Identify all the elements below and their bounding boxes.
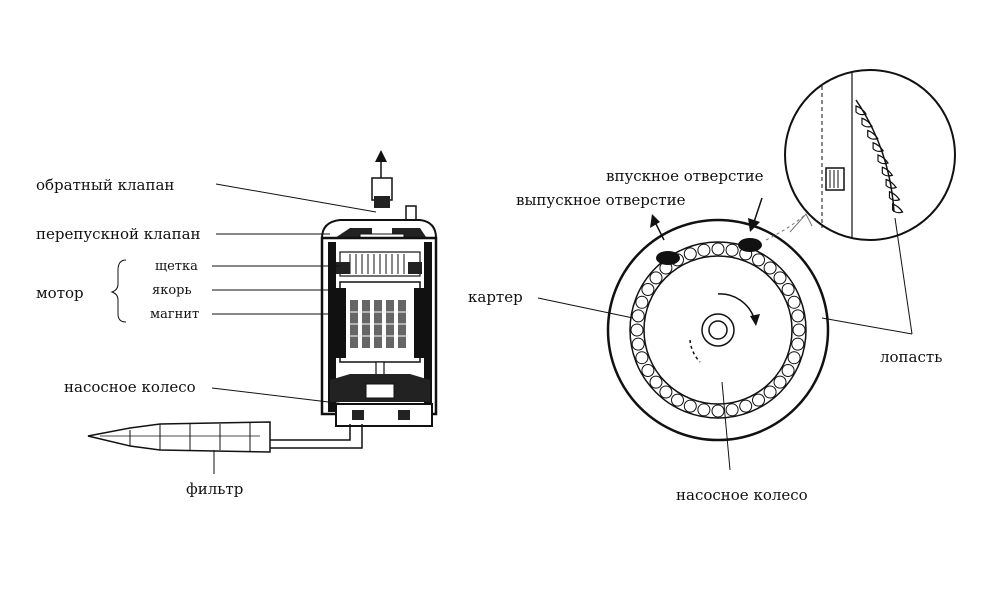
inlet-flow-arrow-icon xyxy=(748,197,763,232)
outlet-arrow-icon xyxy=(375,150,387,178)
label-brush: щетка xyxy=(155,259,198,274)
blade-tooth xyxy=(659,385,673,399)
blade-ring xyxy=(630,242,806,418)
magnet-left xyxy=(336,288,346,358)
outlet-port xyxy=(656,251,680,265)
blade-tooth xyxy=(725,243,739,257)
motor-brace xyxy=(110,259,127,323)
blade-tooth xyxy=(787,295,801,309)
check-valve-shape xyxy=(374,196,390,208)
magnet-right xyxy=(414,288,424,358)
pump-cross-section xyxy=(87,150,438,453)
inlet-port xyxy=(738,238,762,252)
label-bypass-valve: перепускной клапан xyxy=(36,225,201,243)
label-impeller-left: насосное колесо xyxy=(64,378,196,396)
blade-tooth xyxy=(791,337,805,351)
label-housing: картер xyxy=(468,288,523,306)
blade-tooth xyxy=(725,403,739,417)
label-motor: мотор xyxy=(36,284,84,302)
blade-tooth xyxy=(763,385,777,399)
label-blade: лопасть xyxy=(880,348,942,366)
blade-tooth xyxy=(649,271,663,285)
blade-tooth xyxy=(631,309,645,323)
label-check-valve: обратный клапан xyxy=(36,176,174,194)
blade-tooth xyxy=(773,271,787,285)
magnified-blade-arc xyxy=(855,99,895,213)
blade-tooth xyxy=(671,393,684,407)
magnified-blade-view xyxy=(784,69,956,241)
label-inlet: впускное отверстие xyxy=(606,167,764,185)
blade-tooth xyxy=(683,247,697,261)
outlet-flow-arrow-icon xyxy=(650,214,665,241)
blade-tooth xyxy=(739,399,753,413)
bottom-cover xyxy=(335,403,433,427)
blade-tooth xyxy=(697,243,711,257)
blade-tooth xyxy=(791,309,805,323)
blade-tooth xyxy=(641,283,655,296)
blade-tooth xyxy=(752,393,765,407)
blade-tooth xyxy=(781,283,795,296)
label-filter: фильтр xyxy=(186,480,243,498)
rotation-arrow-icon xyxy=(717,293,755,319)
blade-tooth xyxy=(787,351,801,365)
blade-tooth xyxy=(635,351,649,365)
label-outlet: выпускное отверстие xyxy=(516,191,686,209)
left-leader-lines xyxy=(110,183,377,474)
magnified-blades xyxy=(855,99,904,214)
blade-tooth xyxy=(641,364,655,377)
blade-tooth xyxy=(697,403,711,417)
label-magnet: магнит xyxy=(150,307,199,322)
blade-tooth xyxy=(773,375,787,389)
blade-tooth xyxy=(752,253,765,267)
filter-shape xyxy=(87,421,271,453)
blade-tooth xyxy=(711,242,725,256)
label-impeller-right: насосное колесо xyxy=(676,486,808,504)
blade-tooth xyxy=(630,323,644,337)
blade-tooth xyxy=(631,337,645,351)
blade-tooth xyxy=(781,364,795,377)
label-armature: якорь xyxy=(152,283,192,298)
top-cap-interior xyxy=(332,228,428,246)
right-leader-lines xyxy=(537,217,913,471)
blade-tooth xyxy=(635,295,649,309)
blade-tooth xyxy=(763,261,777,275)
blade-tooth xyxy=(683,399,697,413)
blade-tooth xyxy=(649,375,663,389)
blade-tooth xyxy=(792,323,806,337)
impeller-cross-section xyxy=(606,197,830,442)
blade-tooth xyxy=(711,404,725,418)
